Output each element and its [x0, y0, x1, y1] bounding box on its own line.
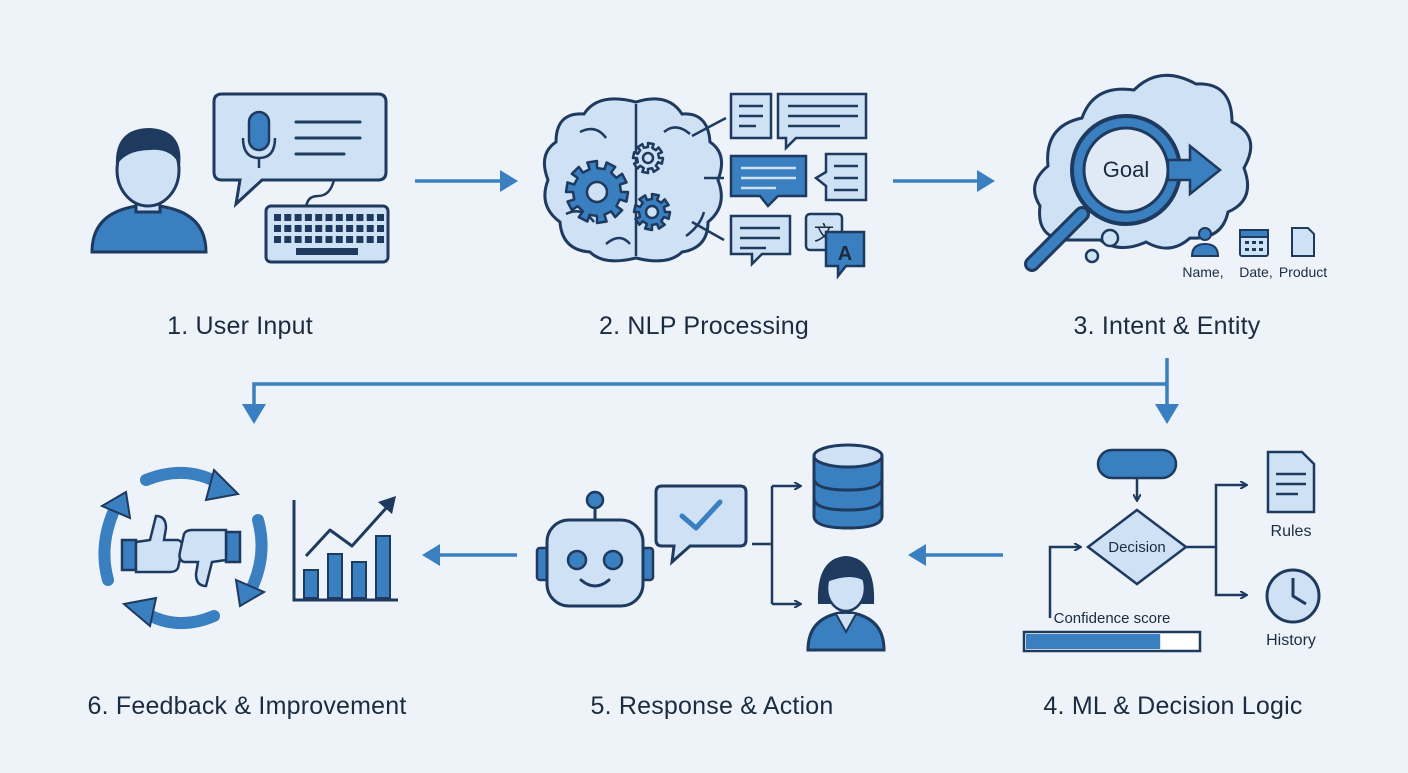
flow-arrow-4-5 [908, 544, 1003, 566]
database-icon [812, 443, 884, 530]
keyboard-key [366, 214, 374, 221]
keyboard-key [304, 236, 312, 243]
flow-arrow-1-2 [415, 170, 518, 192]
keyboard-key [346, 225, 354, 232]
confidence-bar-fill [1026, 634, 1161, 649]
step-label-nlp-processing: 2. NLP Processing [599, 312, 809, 340]
brain-icon [542, 97, 724, 263]
keyboard-key [274, 214, 281, 221]
step-label-feedback: 6. Feedback & Improvement [87, 692, 407, 720]
flow-arrow-5-6 [422, 544, 517, 566]
history-label: History [1266, 632, 1316, 649]
thumbs-down-icon [178, 528, 242, 588]
chat-message-icon [776, 92, 868, 152]
gear-icon-small-top [631, 141, 665, 175]
cycle-arrows-icon [98, 466, 268, 630]
keyboard-key [335, 236, 343, 243]
flow-arrow-2-3 [893, 170, 995, 192]
step-label-intent-entity: 3. Intent & Entity [1073, 312, 1261, 340]
keyboard-key [294, 236, 302, 243]
gear-icon-large [564, 159, 630, 225]
keyboard-key [335, 214, 343, 221]
confidence-label: Confidence score [1054, 610, 1171, 627]
document-icon [729, 214, 792, 268]
entity-name-label: Name, [1182, 264, 1223, 280]
gear-hole [644, 204, 660, 220]
nlp-connector-lines [691, 116, 727, 242]
person-entity-icon [1190, 227, 1220, 257]
gear-hole [641, 151, 655, 165]
action-branch-lines [752, 486, 800, 604]
keyboard-key [294, 214, 302, 221]
keyboard-key [325, 225, 333, 232]
start-node-icon [1096, 448, 1178, 500]
check-bubble-icon [654, 484, 748, 566]
keyboard-spacebar [296, 248, 358, 255]
confidence-bar [1022, 630, 1202, 653]
keyboard-key [274, 225, 281, 232]
keyboard-key [284, 214, 292, 221]
keyboard-key [377, 225, 384, 232]
decision-label: Decision [1108, 539, 1166, 556]
speech-bubble-icon [212, 92, 388, 209]
gear-hole [585, 180, 609, 204]
keyboard-key [315, 225, 323, 232]
keyboard-key [346, 214, 354, 221]
keyboard-key [274, 236, 281, 243]
text-doc-icon [729, 92, 773, 140]
microphone-icon [241, 110, 277, 168]
keyboard-key [377, 236, 384, 243]
flow-arrow-3-4 [1155, 358, 1179, 424]
text-lines-icon [294, 120, 362, 156]
keyboard-key [377, 214, 384, 221]
support-agent-icon [806, 556, 886, 652]
keyboard-key [304, 214, 312, 221]
thumbs-up-icon [120, 514, 184, 574]
rules-label: Rules [1271, 523, 1312, 540]
step-label-user-input: 1. User Input [167, 312, 313, 340]
step-label-ml-decision: 4. ML & Decision Logic [1043, 692, 1303, 720]
entity-product-label: Product [1279, 264, 1327, 280]
keyboard-key [356, 225, 364, 232]
translate-glyph-a: A [838, 243, 852, 265]
keyboard-key [346, 236, 354, 243]
translate-icon: 文 A [804, 212, 866, 280]
keyboard-key [315, 214, 323, 221]
keyboard-key [294, 225, 302, 232]
goal-label: Goal [1103, 157, 1149, 182]
keyboard-key [315, 236, 323, 243]
product-doc-icon [1291, 227, 1315, 257]
growth-chart-icon [292, 496, 398, 602]
keyboard-key [325, 214, 333, 221]
keyboard-key [325, 236, 333, 243]
decision-diamond [1085, 508, 1189, 586]
entity-date-label: Date, [1239, 264, 1272, 280]
keyboard-key [356, 236, 364, 243]
step-label-response-action: 5. Response & Action [590, 692, 834, 720]
reply-bubble-icon [813, 152, 868, 202]
keyboard-key [366, 236, 374, 243]
user-icon [90, 128, 208, 254]
chat-bubble-icon [729, 154, 808, 208]
keyboard-key [366, 225, 374, 232]
loop-arrow-to-feedback [242, 382, 1167, 424]
decision-branch-lines [1048, 485, 1246, 618]
keyboard-key [356, 214, 364, 221]
rules-doc-icon [1266, 450, 1316, 514]
keyboard-key [284, 236, 292, 243]
keyboard-key [335, 225, 343, 232]
calendar-icon [1239, 229, 1269, 257]
clock-icon [1265, 568, 1321, 624]
keyboard-key [304, 225, 312, 232]
goal-arrow-icon [1166, 143, 1223, 197]
gear-icon-small-bottom [632, 192, 672, 232]
keyboard-icon [264, 204, 390, 264]
keyboard-key [284, 225, 292, 232]
robot-icon [535, 490, 655, 608]
connector-cable [304, 179, 336, 211]
